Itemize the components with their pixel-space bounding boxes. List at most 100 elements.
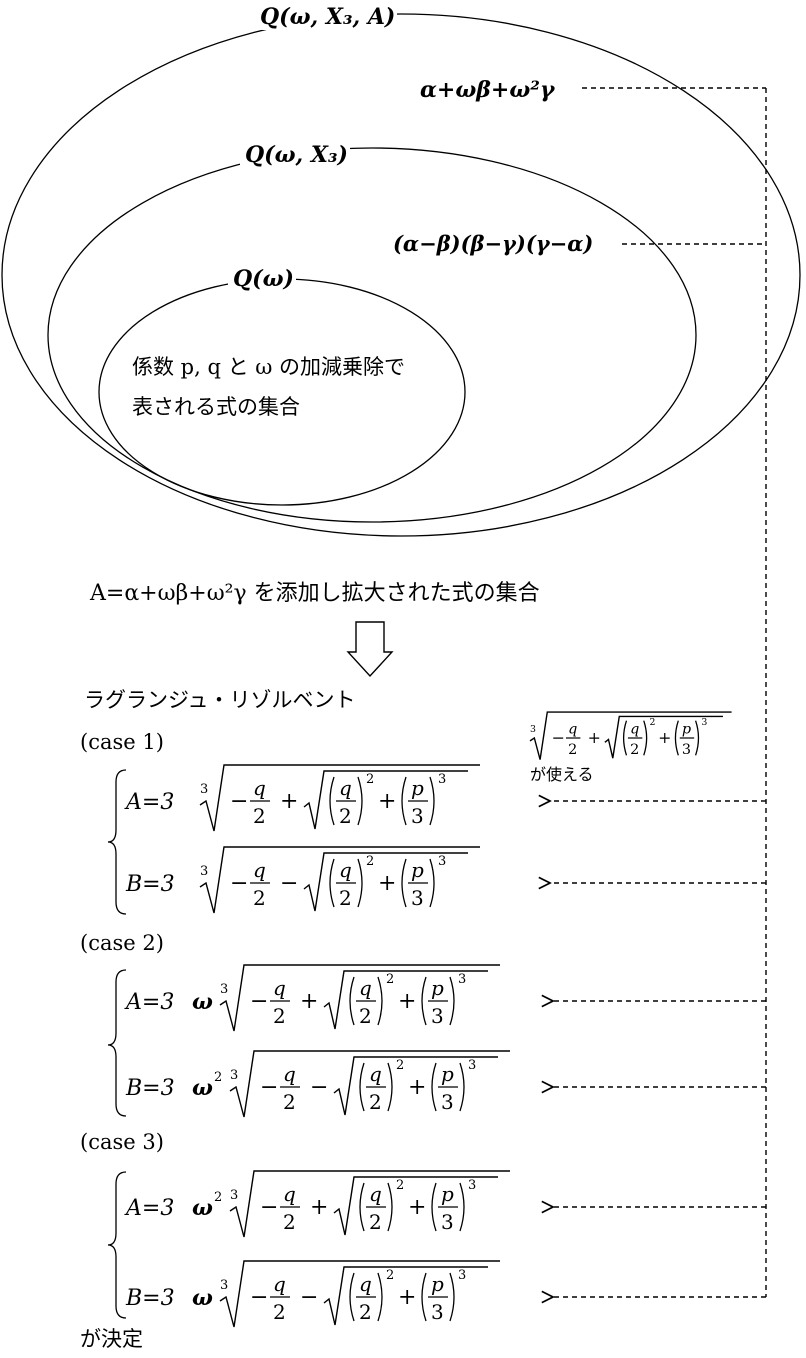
case3-B-lhs: B=3: [125, 1286, 175, 1311]
case2-B-p: p: [441, 1062, 454, 1086]
case-label-3: (case 3): [80, 1130, 164, 1154]
case2-B-exp-cube: 3: [468, 1058, 476, 1073]
case1-B-cube-root-index: 3: [200, 864, 208, 879]
case3-B-cube-root-sign: [219, 1260, 500, 1328]
case2-B-sqrt-sign: [333, 1056, 498, 1116]
case-label-2: (case 2): [80, 931, 164, 955]
case2-B-two: 2: [283, 1090, 296, 1114]
case1-B-sign: −: [280, 871, 298, 896]
case3-A-cube-root-index: 3: [230, 1188, 238, 1203]
case1-B-exp-square: 2: [366, 854, 374, 869]
note-exp-square: 2: [650, 717, 656, 728]
case3-A-exp-square: 2: [396, 1178, 404, 1193]
case-label-1: (case 1): [80, 730, 164, 754]
extension-caption: A=α+ωβ+ω²γ を添加し拡大された式の集合: [89, 581, 540, 606]
case3-A-rparen-1: [387, 1182, 393, 1232]
case1-A-sqrt-sign: [303, 770, 468, 830]
note-two: 2: [568, 742, 577, 758]
case2-B-lparen-1: [359, 1062, 365, 1112]
case3-B-rparen-2: [449, 1272, 455, 1322]
case1-B-minus: −: [230, 871, 248, 896]
case1-B-plus: +: [378, 871, 396, 896]
case3-B-cube-root-index: 3: [220, 1278, 228, 1293]
note-cube-root-index: 3: [530, 724, 536, 735]
case1-A-rparen-2: [429, 776, 435, 826]
case2-A-cube-root-sign: [219, 964, 500, 1032]
case3-B-q: q: [273, 1272, 286, 1296]
case2-B-lparen-2: [431, 1062, 437, 1112]
case2-A-lhs: A=3: [124, 990, 174, 1015]
inner-set-ellipse: [98, 278, 466, 506]
case1-B-lparen-1: [329, 858, 335, 908]
case3-brace: [107, 1171, 127, 1319]
case2-A-two2: 2: [359, 1004, 372, 1028]
case2-A-p: p: [431, 976, 444, 1000]
case3-A-omega: ω: [192, 1195, 213, 1221]
case3-B-plus: +: [398, 1285, 416, 1310]
case1-B-q: q: [253, 858, 266, 882]
case2-A-rparen-2: [449, 976, 455, 1026]
middle-set-ellipse: [47, 147, 697, 523]
case3-B-rparen-1: [377, 1272, 383, 1322]
case2-brace: [107, 969, 127, 1117]
note-sqrt-sign: [604, 715, 723, 759]
case3-A-q2: q: [369, 1182, 382, 1206]
note-sign: +: [588, 728, 601, 747]
case1-A-lparen-1: [329, 776, 335, 826]
case1-A-p: p: [411, 776, 424, 800]
case1-A-lhs: A=3: [124, 790, 174, 815]
note-q: q: [568, 722, 577, 738]
case3-A-omega-exp: 2: [214, 1190, 222, 1205]
note-rparen-1: [643, 720, 648, 756]
case2-B-minus: −: [260, 1075, 278, 1100]
note-lparen-2: [674, 720, 679, 756]
case3-B-three: 3: [431, 1300, 444, 1324]
case3-A-minus: −: [260, 1195, 278, 1220]
case3-A-lparen-2: [431, 1182, 437, 1232]
case3-A-lparen-1: [359, 1182, 365, 1232]
case2-B-three: 3: [441, 1090, 454, 1114]
case3-B-sign: −: [300, 1285, 318, 1310]
case1-A-rparen-1: [357, 776, 363, 826]
case1-A-minus: −: [230, 789, 248, 814]
case1-brace: [107, 769, 127, 915]
case1-B-q2: q: [339, 858, 352, 882]
case1-formula-B: B=33−q2−q22+p33: [125, 846, 480, 914]
case3-A-two2: 2: [369, 1210, 382, 1234]
case2-A-minus: −: [250, 989, 268, 1014]
resolvent-expression: α+ωβ+ω²γ: [420, 77, 556, 103]
case1-A-lparen-2: [401, 776, 407, 826]
note-text: が使える: [530, 765, 594, 784]
case1-A-cube-root-index: 3: [200, 782, 208, 797]
case3-A-q: q: [283, 1182, 296, 1206]
case2-A-sqrt-sign: [323, 970, 488, 1030]
dashed-connectors: [550, 87, 767, 1297]
case3-B-lparen-1: [349, 1272, 355, 1322]
case2-A-three: 3: [431, 1004, 444, 1028]
case2-B-omega: ω: [192, 1075, 213, 1101]
case1-A-three: 3: [411, 804, 424, 828]
case1-B-p: p: [411, 858, 424, 882]
case1-A-q2: q: [339, 776, 352, 800]
case3-A-exp-cube: 3: [468, 1178, 476, 1193]
case1-B-rparen-2: [429, 858, 435, 908]
case1-A-two: 2: [253, 804, 266, 828]
case3-B-exp-cube: 3: [458, 1268, 466, 1283]
note-minus: −: [552, 728, 565, 747]
case1-A-q: q: [253, 776, 266, 800]
inner-set-label: Q(ω): [233, 266, 294, 292]
case3-A-sqrt-sign: [333, 1176, 498, 1236]
case3-A-sign: +: [310, 1195, 328, 1220]
down-arrow-icon: [346, 621, 394, 678]
case2-B-rparen-1: [387, 1062, 393, 1112]
case2-A-cube-root-index: 3: [220, 982, 228, 997]
case3-A-cube-root-sign: [229, 1170, 510, 1238]
case2-A-q: q: [273, 976, 286, 1000]
case2-A-plus: +: [398, 989, 416, 1014]
case3-B-q2: q: [359, 1272, 372, 1296]
case3-A-p: p: [441, 1182, 454, 1206]
case2-B-rparen-2: [459, 1062, 465, 1112]
